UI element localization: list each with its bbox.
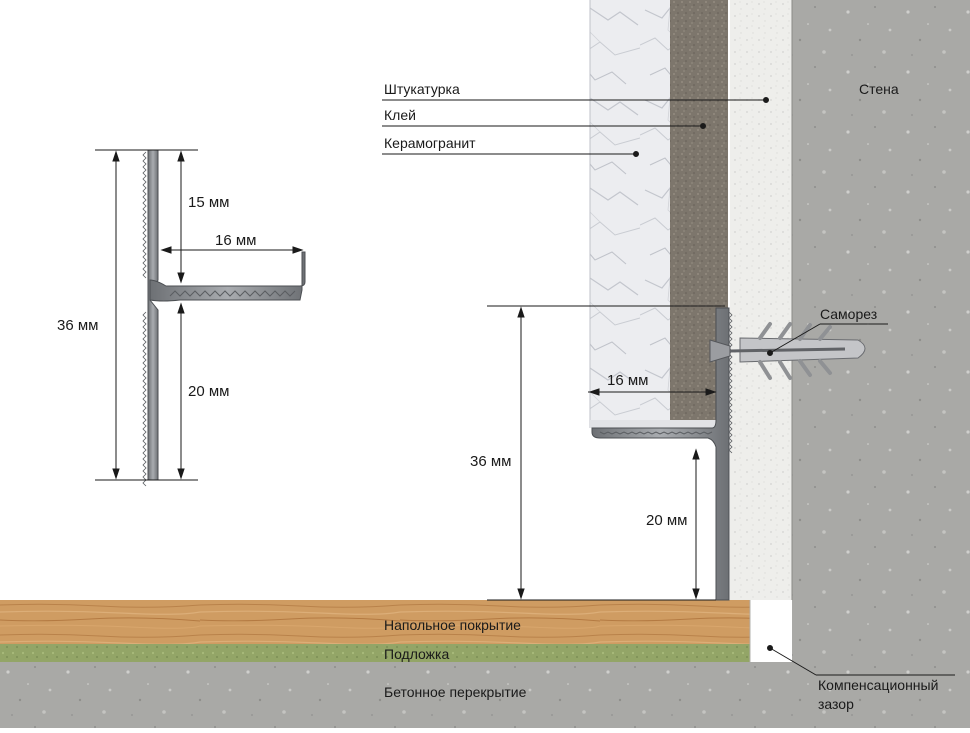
- label-underlay: Подложка: [384, 646, 449, 662]
- plaster-layer: [730, 0, 792, 600]
- screw-dowel: [709, 322, 866, 380]
- underlay-layer: [0, 644, 750, 662]
- profile-top-dim: 15 мм: [188, 194, 229, 211]
- label-gap-line1: Компенсационный: [818, 677, 938, 693]
- wall-concrete: [792, 0, 970, 728]
- installed-profile-teeth: [599, 431, 713, 435]
- install-bottom-dim: 20 мм: [646, 512, 687, 529]
- label-wall: Стена: [859, 81, 899, 97]
- leader-lines: [382, 97, 955, 676]
- expansion-gap: [750, 600, 792, 662]
- floor-covering-layer: [0, 600, 750, 644]
- screw-head-icon: [709, 339, 731, 363]
- profile-drawing: [142, 149, 306, 487]
- dowel-fins: [758, 322, 832, 380]
- install-total-dim: 36 мм: [470, 453, 511, 470]
- porcelain-tile: [590, 0, 670, 428]
- label-plaster: Штукатурка: [384, 81, 460, 97]
- profile-shelf: [149, 251, 306, 302]
- tile-bottom-edge: [590, 420, 728, 428]
- label-concrete-slab: Бетонное перекрытие: [384, 684, 527, 700]
- profile-serration: [142, 151, 147, 487]
- profile-total-dim: 36 мм: [57, 317, 98, 334]
- profile-dimension-lines: [95, 149, 304, 481]
- installed-profile-body: [591, 307, 730, 601]
- install-shelf-dim: 16 мм: [607, 372, 648, 389]
- label-glue: Клей: [384, 107, 416, 123]
- screw-shaft: [729, 347, 846, 353]
- installed-profile-serration: [728, 311, 733, 454]
- install-dimension-lines: [487, 305, 725, 601]
- label-floor-covering: Напольное покрытие: [384, 617, 521, 633]
- installed-profile: [591, 307, 733, 601]
- profile-shelf-dim: 16 мм: [215, 232, 256, 249]
- concrete-slab: [0, 662, 792, 728]
- label-screw: Саморез: [820, 306, 877, 322]
- profile-shelf-teeth: [169, 290, 296, 297]
- profile-vertical: [147, 149, 159, 481]
- profile-bottom-dim: 20 мм: [188, 383, 229, 400]
- label-porcelain: Керамогранит: [384, 135, 476, 151]
- label-gap-line2: зазор: [818, 696, 854, 712]
